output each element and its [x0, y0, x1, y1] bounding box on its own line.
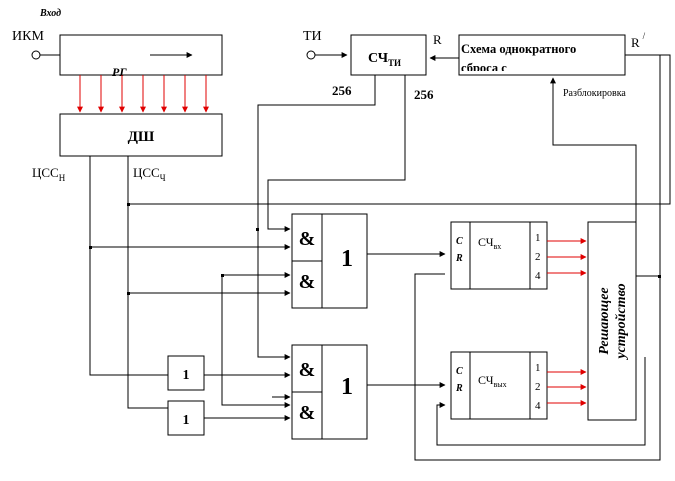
svg-text:2: 2: [535, 381, 541, 393]
svg-text:2: 2: [535, 251, 541, 263]
sch-ti-label: СЧТИ: [368, 51, 401, 68]
inverter-top-label: 1: [183, 368, 190, 383]
unlock-label: Разблокировка: [563, 88, 626, 99]
rg-label: РГ: [112, 65, 127, 79]
r-label: R: [433, 32, 442, 47]
register-bus-arrows: [77, 75, 209, 113]
inverter-bottom-label: 1: [183, 413, 190, 428]
svg-text:4: 4: [535, 270, 541, 282]
count-256-left: 256: [332, 83, 352, 98]
decision-device-label: Решающее устройство: [597, 283, 629, 360]
and-upper-2: &: [299, 271, 316, 293]
and-upper-1: &: [299, 228, 316, 250]
css-n-label: ЦССН: [32, 165, 66, 183]
decoder-dsh: [59, 113, 223, 157]
svg-text:C: C: [456, 366, 463, 377]
count-256-right: 256: [414, 87, 434, 102]
ti-label: ТИ: [303, 29, 322, 44]
svg-text:R: R: [455, 253, 463, 264]
and-or-block-lower: & & 1: [291, 344, 368, 440]
register-rg: [59, 34, 223, 76]
svg-text:4: 4: [535, 400, 541, 412]
and-or-block-upper: & & 1: [291, 213, 368, 309]
input-label: Вход: [39, 8, 61, 19]
svg-text:Решающее: Решающее: [597, 287, 612, 354]
svg-text:C: C: [456, 236, 463, 247]
counter-sch-in: C R СЧвх 1 2 4: [450, 221, 548, 290]
and-lower-1: &: [299, 359, 316, 381]
ikm-label: ИКМ: [12, 29, 44, 44]
inverter-bottom: [167, 400, 205, 436]
svg-text:R: R: [455, 383, 463, 394]
or-upper: 1: [341, 246, 353, 272]
svg-text:1: 1: [535, 362, 541, 374]
ti-input-terminal: [306, 50, 316, 60]
counter-sch-out: C R СЧвых 1 2 4: [450, 351, 548, 420]
and-lower-2: &: [299, 402, 316, 424]
decision-device: [587, 221, 637, 421]
svg-text:1: 1: [535, 232, 541, 244]
counter-output-arrows: [547, 238, 587, 406]
sch-in-label: СЧвх: [478, 235, 501, 251]
svg-text:устройство: устройство: [614, 283, 629, 360]
sch-out-label: СЧвых: [478, 373, 507, 389]
dsh-label: ДШ: [128, 129, 155, 145]
css-ch-label: ЦССЧ: [133, 165, 166, 183]
single-reset-scheme: [458, 34, 626, 76]
counter-sch-ti: [350, 34, 427, 76]
or-lower: 1: [341, 374, 353, 400]
reset-line1: Схема однократного: [461, 42, 576, 56]
inverter-top: [167, 355, 205, 391]
ikm-input-terminal: [31, 50, 41, 60]
r-prime-label: R/: [631, 31, 646, 50]
